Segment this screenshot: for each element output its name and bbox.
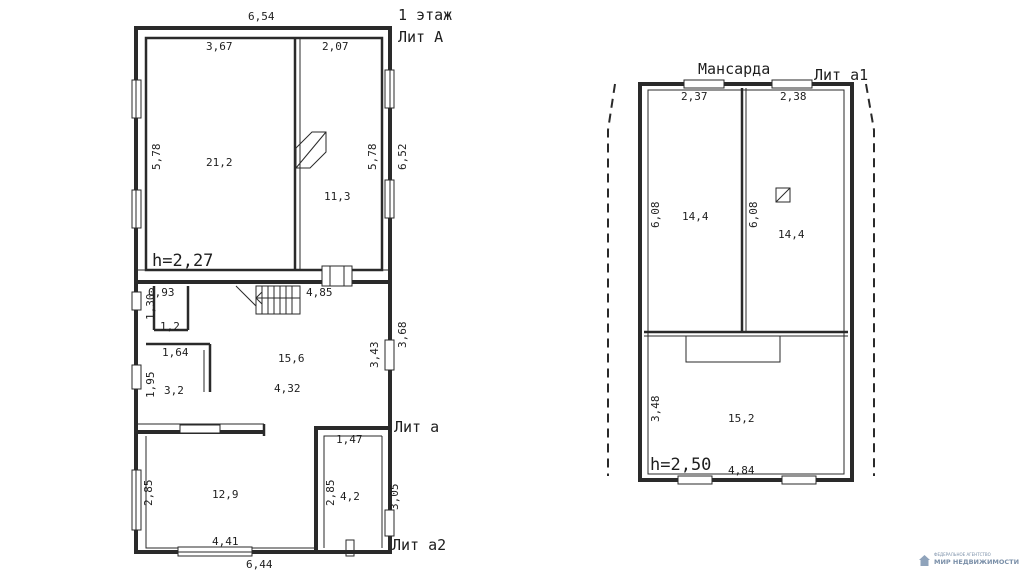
dim-stair-width: 4,85 [306,286,333,299]
window [677,475,713,485]
window [384,339,395,371]
dim-right-total: 6,52 [396,144,409,171]
lit-a-label: Лит А [398,28,443,46]
small-room-wall [314,426,390,552]
house-logo-icon [919,555,930,566]
roof-outline-left [607,83,616,476]
attic-outer-wall [638,82,854,482]
dim-attic-lower-height: 3,48 [649,396,662,423]
attic-height: h=2,50 [650,455,711,475]
dim-hall-width: 4,32 [274,382,301,395]
area-attic-lower: 15,2 [728,412,755,425]
dim-room1-width: 3,67 [206,40,233,53]
window [771,79,813,89]
dim-top-total: 6,54 [248,10,275,23]
dim-attic-right-width: 2,38 [780,90,807,103]
watermark-line1: ФЕДЕРАЛЬНОЕ АГЕНТСТВО [934,552,991,557]
dim-right-lower: 3,05 [388,484,401,511]
watermark-line2: МИР НЕДВИЖИМОСТИ [934,558,1020,566]
dim-room1-height: 5,78 [150,144,163,171]
window [683,79,725,89]
roof-outline-right [865,83,875,476]
dim-closet-width: 1,64 [162,346,189,359]
window [781,475,817,485]
watermark: ФЕДЕРАЛЬНОЕ АГЕНТСТВО МИР НЕДВИЖИМОСТИ [918,550,1022,570]
lit-a-small-label: Лит а [394,418,439,436]
area-attic-left: 14,4 [682,210,709,223]
chimney [775,187,791,203]
dim-small-room-width: 1,47 [336,433,363,446]
window [384,509,395,537]
dim-room2-height: 5,78 [366,144,379,171]
ground-floor-height: h=2,27 [152,251,213,271]
door-opening [321,265,353,287]
ground-floor-plan: 6,54 1 этаж Лит А 3,67 2,07 5,78 5,78 6,… [131,6,452,571]
dim-attic-right-height: 6,08 [747,202,760,229]
area-small-room: 4,2 [340,490,360,503]
dim-small-room-height: 2,85 [324,480,337,507]
area-closet: 3,2 [164,384,184,397]
dim-small-a: 0,93 [148,286,175,299]
dim-closet-height: 1,95 [144,372,157,399]
stair-opening [685,335,781,363]
dim-attic-left-height: 6,08 [649,202,662,229]
staircase [235,285,301,315]
ground-floor-title: 1 этаж [398,6,452,24]
attic-plan: Мансарда Лит а1 2,37 2,38 6,08 6,08 14,4… [607,60,875,485]
area-room-a2: 12,9 [212,488,239,501]
area-room2: 11,3 [324,190,351,203]
attic-lit-label: Лит а1 [814,66,868,84]
dim-bottom-total: 6,44 [246,558,273,571]
area-hall: 15,6 [278,352,305,365]
window [131,364,142,390]
area-attic-right: 14,4 [778,228,805,241]
dim-small-b: 1,30 [144,294,157,321]
lit-a-inner-wall [144,36,384,272]
window [131,291,142,311]
dim-a2-width: 4,41 [212,535,239,548]
attic-title: Мансарда [698,60,770,78]
area-room1: 21,2 [206,156,233,169]
lit-a2-label: Лит а2 [392,536,446,554]
dim-a2-height: 2,85 [142,480,155,507]
dim-attic-left-width: 2,37 [681,90,708,103]
dim-hall-height2: 3,68 [396,322,409,349]
dim-attic-bottom-width: 4,84 [728,464,755,477]
dim-room2-width: 2,07 [322,40,349,53]
dim-hall-height1: 3,43 [368,342,381,369]
dim-small-c: 1,2 [160,320,180,333]
